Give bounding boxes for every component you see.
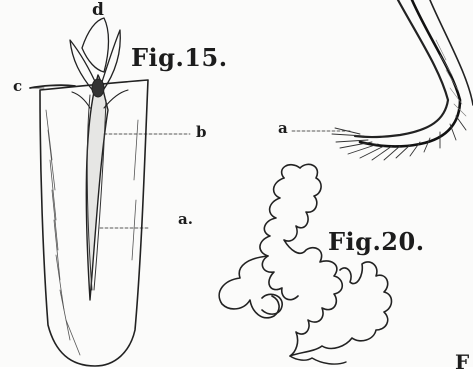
fragment-hairs <box>332 116 466 160</box>
fig15-label-c: c <box>13 79 22 94</box>
edge-fragment-letter: F <box>455 352 470 372</box>
fig20-drawing <box>219 164 391 364</box>
fig15-title: Fig.15. <box>131 46 228 70</box>
fig15-label-a: a. <box>178 212 193 227</box>
fig15-anther <box>92 79 104 97</box>
fig20-title: Fig.20. <box>328 230 425 254</box>
fragment-label-a: a <box>278 121 288 136</box>
fig15-label-d: d <box>92 2 104 19</box>
fig20-lobed-outline <box>282 164 392 356</box>
fragment-drawing <box>292 0 473 160</box>
fig15-inner-organ <box>86 75 108 300</box>
fragment-outer-curve <box>355 0 448 137</box>
fig15-label-b: b <box>196 125 207 140</box>
